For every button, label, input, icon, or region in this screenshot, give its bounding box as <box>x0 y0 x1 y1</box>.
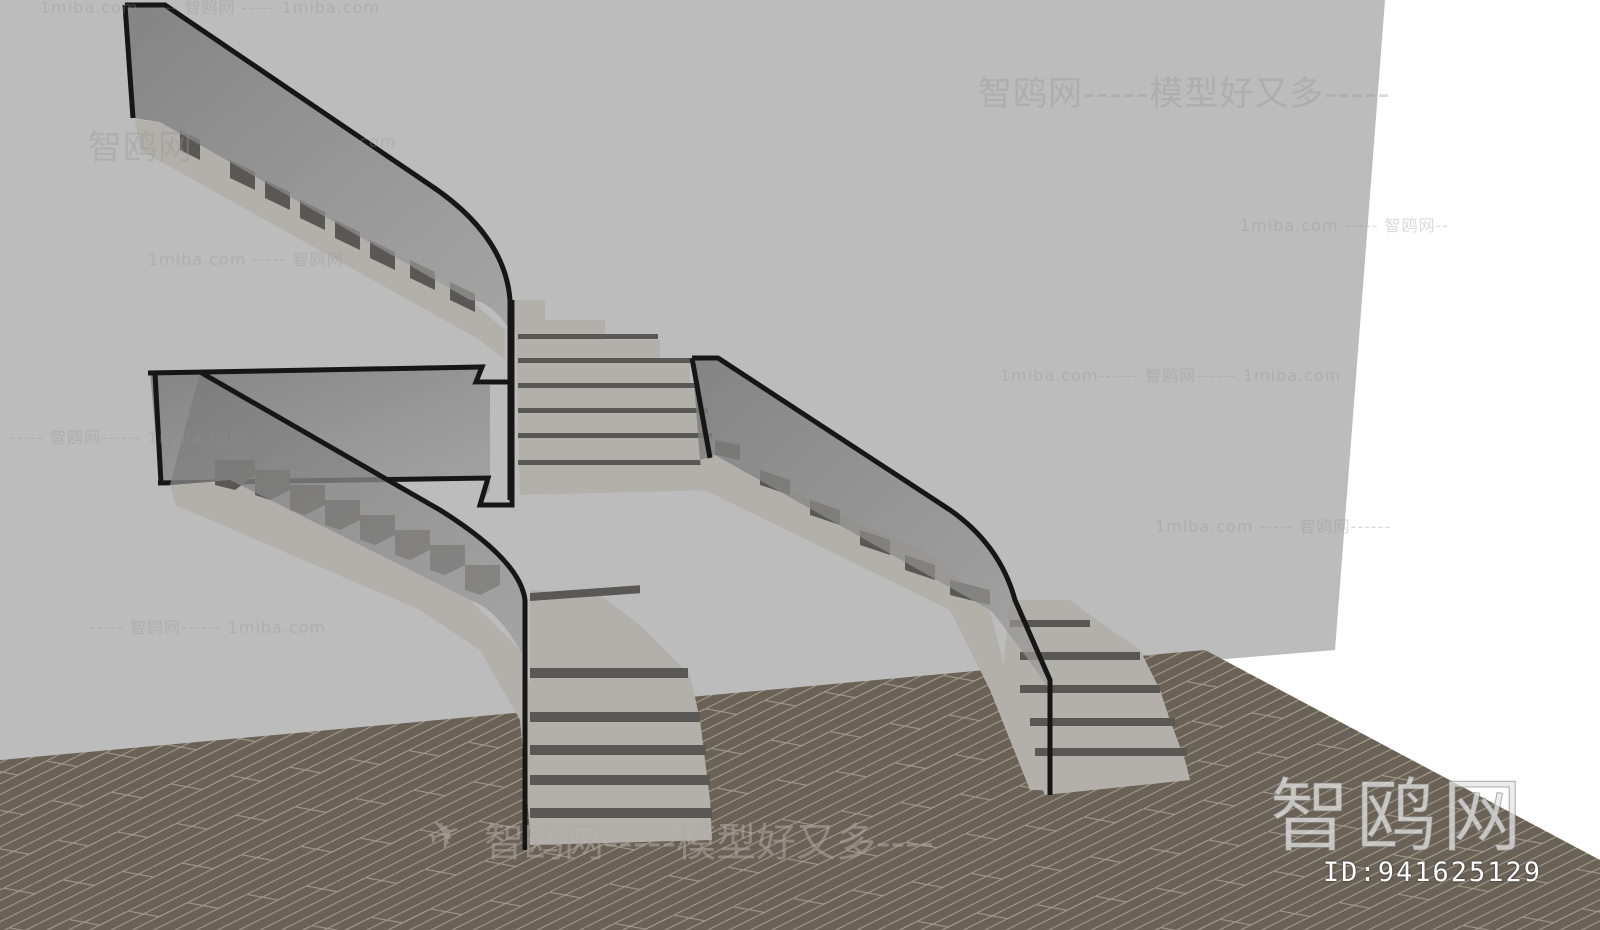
right-glass-post <box>689 357 713 459</box>
middle-frame-top <box>147 364 510 385</box>
watermark-mid-right-3: 1miba.com ----- 智鸥网------ <box>1155 517 1392 536</box>
watermark-left-2: ----- 智鸥网------ 1miba.com <box>10 428 247 447</box>
watermark-top-edge: 1miba.com ----- 智鸥网 ----- 1miba.com <box>40 0 380 17</box>
upper-handrail <box>125 2 513 500</box>
lower-left-stringer <box>170 480 540 830</box>
watermark-brand-large: 智鸥网 <box>1270 770 1528 864</box>
center-flight <box>515 300 716 495</box>
watermark-upper-left: 智鸥网 <box>88 128 193 168</box>
watermark-bottom-center: 智鸥网-----模型好又多---- <box>484 820 934 866</box>
right-glass-panel <box>692 358 1050 690</box>
lower-left-handrail <box>198 369 528 850</box>
watermark-mid-right-2: 1miba.com------ 智鸥网------ 1miba.com <box>1000 366 1342 385</box>
upper-flight-stringer <box>135 120 505 360</box>
model-id-label: ID:941625129 <box>1322 857 1542 888</box>
herringbone-floor <box>0 650 1600 930</box>
upper-glass-post <box>122 4 136 119</box>
upper-glass-panel <box>125 5 510 330</box>
watermark-mid-right-1: 1miba.com ----- 智鸥网-- <box>1240 216 1450 235</box>
right-stringer <box>700 455 1045 790</box>
lower-left-glass-panel <box>170 372 525 660</box>
lower-left-steps <box>530 585 712 845</box>
watermark-left-3: ----- 智鸥网------ 1miba.com <box>90 618 327 637</box>
right-handrail <box>692 355 1053 795</box>
watermark-upper-left-site: 1miba.com <box>298 132 397 151</box>
watermark-top-right: 智鸥网-----模型好又多----- <box>978 74 1391 114</box>
middle-frame-post <box>152 372 164 484</box>
watermark-left-1: 1miba.com ----- 智鸥网 <box>148 250 344 269</box>
